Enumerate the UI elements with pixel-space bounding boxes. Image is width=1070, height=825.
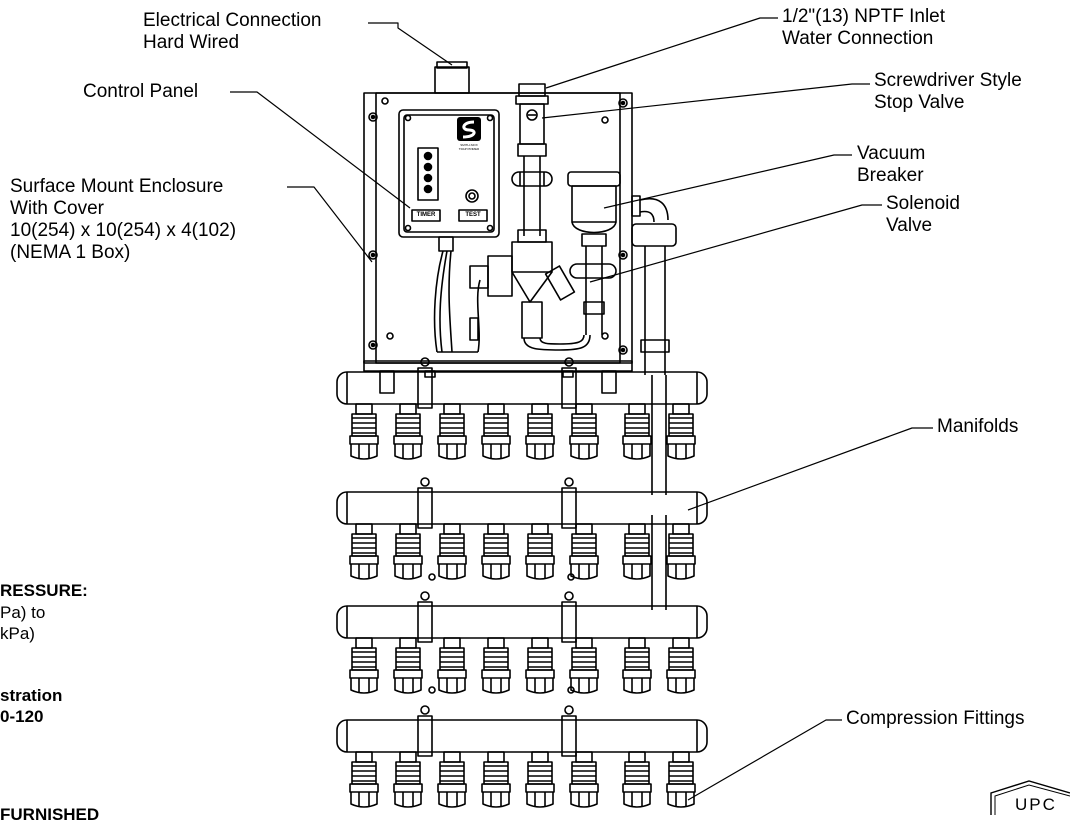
furnished-note: FURNISHED: [0, 805, 100, 824]
manifold-strap: [417, 601, 433, 643]
compression-fittings-label: Compression Fittings: [846, 708, 1025, 729]
vacuum-breaker: [567, 171, 621, 335]
manifold-tube: [336, 371, 708, 405]
compression-fitting: [622, 637, 652, 694]
compression-fitting: [437, 403, 467, 460]
registration-line-2: 0-120: [0, 707, 44, 726]
compression-fitting: [666, 637, 696, 694]
compression-fitting: [437, 751, 467, 808]
manifold-strap: [561, 367, 577, 409]
manifold-tube-end: [346, 606, 698, 638]
wiring: [433, 236, 481, 353]
strap-screw: [420, 477, 430, 487]
panel-brand-text: SMITH-SIOX TRAP PRIMER: [458, 143, 480, 151]
control-panel: [398, 109, 500, 238]
compression-fitting: [437, 637, 467, 694]
compression-fitting: [525, 637, 555, 694]
manifold-strap: [561, 715, 577, 757]
strap-screw: [564, 705, 574, 715]
compression-fitting: [481, 523, 511, 580]
solenoid-valve: [469, 241, 591, 351]
strap-screw: [428, 686, 436, 694]
manifolds-label: Manifolds: [937, 416, 1019, 437]
compression-fitting: [666, 523, 696, 580]
leader-lines: [230, 17, 933, 801]
compression-fitting: [393, 751, 423, 808]
manifold-strap: [417, 367, 433, 409]
manifold-strap: [561, 601, 577, 643]
strap-screw: [564, 591, 574, 601]
manifold-tube-end: [346, 372, 698, 404]
compression-fitting: [481, 637, 511, 694]
manifold-assembly: [336, 357, 708, 808]
compression-fitting: [393, 403, 423, 460]
test-button: TEST: [465, 212, 481, 218]
compression-fitting: [622, 751, 652, 808]
manifold-tube-end: [346, 492, 698, 524]
compression-fitting: [622, 523, 652, 580]
compression-fitting: [569, 637, 599, 694]
strap-screw: [567, 573, 575, 581]
strap-screw: [567, 686, 575, 694]
manifold-tube: [336, 491, 708, 525]
compression-fitting: [525, 523, 555, 580]
compression-fitting: [622, 403, 652, 460]
upc-mark-shape: [990, 780, 1070, 815]
compression-fitting: [569, 751, 599, 808]
strap-screw: [564, 477, 574, 487]
registration-line-1: stration: [0, 686, 63, 705]
compression-fitting: [349, 523, 379, 580]
compression-fitting: [349, 403, 379, 460]
pressure-heading: RESSURE:: [0, 581, 88, 600]
compression-fitting: [349, 637, 379, 694]
strap-screw: [420, 591, 430, 601]
enclosure: [363, 61, 633, 378]
pressure-line-2: kPa): [0, 624, 35, 643]
compression-fitting: [666, 751, 696, 808]
pressure-line-1: Pa) to: [0, 603, 46, 622]
compression-fitting: [349, 751, 379, 808]
upc-mark-text: UPC: [1015, 795, 1057, 814]
strap-screw: [420, 357, 430, 367]
compression-fitting: [393, 523, 423, 580]
compression-fitting: [393, 637, 423, 694]
compression-fitting: [481, 403, 511, 460]
strap-screw: [428, 573, 436, 581]
manifold-tube-end: [346, 720, 698, 752]
manifold-strap: [417, 487, 433, 529]
manifold-strap: [417, 715, 433, 757]
compression-fitting: [569, 403, 599, 460]
inlet-piping: [511, 83, 553, 243]
manifold-strap: [561, 487, 577, 529]
control-panel-label: Control Panel: [83, 81, 199, 102]
upc-mark: UPC: [985, 775, 1070, 820]
compression-fitting: [525, 751, 555, 808]
compression-fitting: [437, 523, 467, 580]
compression-fitting: [481, 751, 511, 808]
strap-screw: [564, 357, 574, 367]
compression-fitting: [525, 403, 555, 460]
manifold-tube: [336, 719, 708, 753]
compression-fitting: [569, 523, 599, 580]
compression-fitting: [666, 403, 696, 460]
manifold-tube: [336, 605, 708, 639]
strap-screw: [420, 705, 430, 715]
timer-button: TIMER: [416, 212, 436, 218]
